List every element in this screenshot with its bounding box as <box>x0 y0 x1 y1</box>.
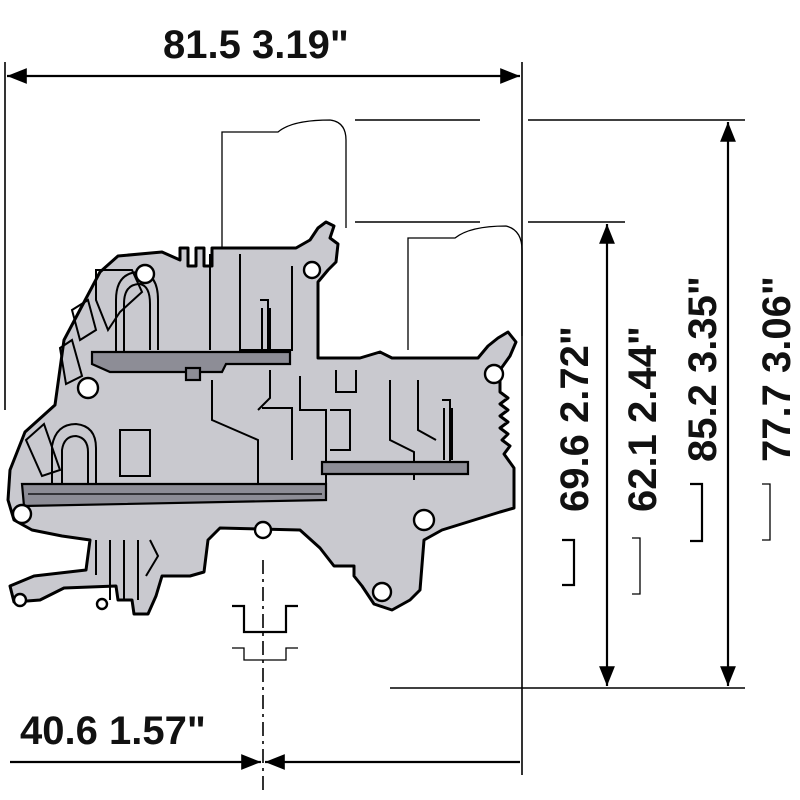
screw-hole-icon <box>134 263 156 285</box>
top-width-dimension: 81.5 3.19" <box>4 23 523 775</box>
right-height-dimensions: 69.6 2.72" 62.1 2.44" 85.2 3.35" 77.7 3.… <box>355 119 799 689</box>
rail-profile-icon <box>762 483 771 541</box>
terminal-block-body <box>6 220 518 616</box>
height-d-label: 77.7 3.06" <box>755 276 799 462</box>
rail-profile-icon <box>690 482 704 543</box>
bottom-width-dimension: 40.6 1.57" <box>10 560 520 790</box>
bottom-width-label: 40.6 1.57" <box>20 709 206 753</box>
rail-profile-icon <box>562 538 576 587</box>
screw-hole-icon <box>12 592 28 608</box>
screw-hole-icon <box>371 581 393 603</box>
screw-hole-icon <box>302 260 322 280</box>
conductor-bars <box>20 350 470 508</box>
screw-hole-icon <box>253 520 273 540</box>
screw-hole-icon <box>95 597 109 611</box>
rail-profile-icon <box>632 537 641 595</box>
fuse-outline <box>221 119 523 350</box>
mounting-holes <box>11 260 505 611</box>
screw-hole-icon <box>483 363 505 385</box>
screw-hole-icon <box>11 503 33 525</box>
top-width-label: 81.5 3.19" <box>163 23 349 67</box>
height-b-label: 62.1 2.44" <box>621 326 665 512</box>
height-a-label: 69.6 2.72" <box>553 326 597 512</box>
screw-hole-icon <box>412 508 436 532</box>
din-rail-symbol <box>232 604 298 661</box>
height-c-label: 85.2 3.35" <box>681 276 725 462</box>
screw-hole-icon <box>76 376 100 400</box>
